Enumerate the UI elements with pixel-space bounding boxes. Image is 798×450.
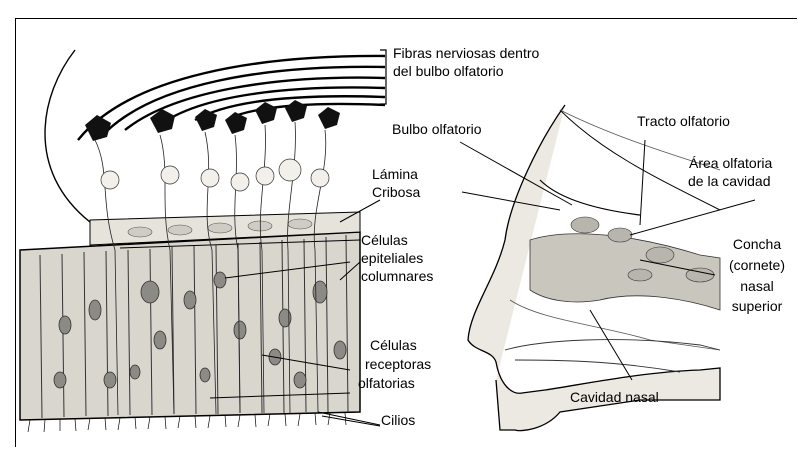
label-superior-concha-line4: superior	[718, 298, 796, 314]
epithelium-panel	[20, 50, 386, 432]
label-cribriform-line1: Lámina	[372, 166, 418, 182]
label-receptor-cells-line2: receptoras	[365, 356, 431, 372]
label-columnar-cells-line3: columnares	[361, 268, 433, 284]
label-columnar-cells-line2: epiteliales	[361, 250, 423, 266]
label-olfactory-tract: Tracto olfatorio	[637, 113, 730, 129]
label-superior-concha-line2: (cornete)	[718, 257, 796, 273]
label-nasal-cavity: Cavidad nasal	[570, 389, 659, 405]
label-olfactory-area-line1: Área olfatoria	[689, 155, 772, 171]
label-cribriform-line2: Cribosa	[372, 184, 420, 200]
label-receptor-cells-line3: olfatorias	[358, 375, 415, 391]
label-superior-concha-line1: Concha	[718, 236, 796, 252]
label-olfactory-area-line2: de la cavidad	[688, 173, 771, 189]
label-receptor-cells-line1: Células	[370, 337, 417, 353]
label-columnar-cells-line1: Células	[361, 232, 408, 248]
label-nerve-fibers-line2: del bulbo olfatorio	[393, 63, 504, 79]
label-nerve-fibers-line1: Fibras nerviosas dentro	[393, 45, 539, 61]
nasal-cavity-panel	[460, 105, 755, 431]
label-superior-concha-line3: nasal	[718, 278, 796, 294]
label-olfactory-bulb: Bulbo olfatorio	[392, 121, 482, 137]
label-cilia: Cilios	[381, 412, 415, 428]
